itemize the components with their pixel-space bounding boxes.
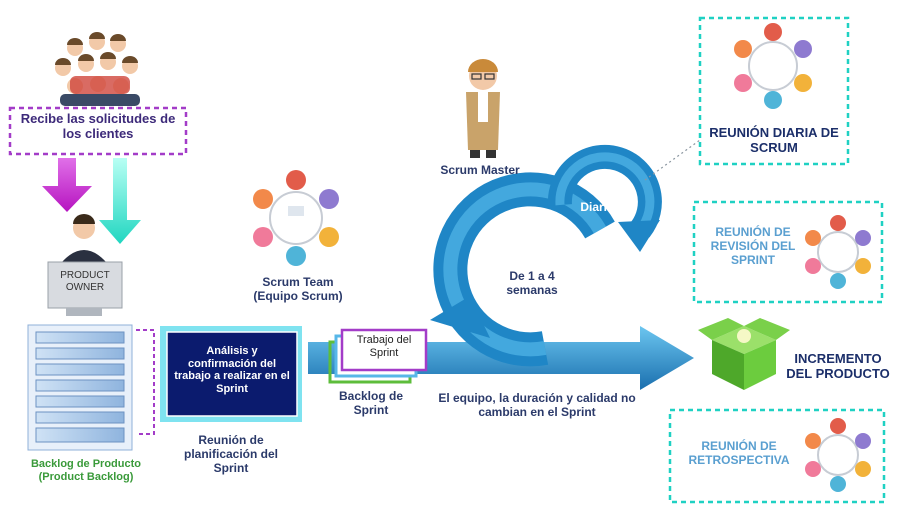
sprint-review-team-icon	[805, 215, 871, 289]
daily-cycle-arrow	[547, 144, 662, 252]
scrum-master-label: Scrum Master	[440, 163, 520, 177]
constraint-note: El equipo, la duración y calidad no camb…	[438, 391, 636, 419]
product-backlog-rack-icon	[27, 324, 133, 451]
scrum-team-label: Scrum Team (Equipo Scrum)	[238, 275, 358, 304]
customers-crowd-icon	[55, 32, 140, 106]
product-backlog-line1: Backlog de Producto	[30, 458, 142, 470]
product-owner-icon	[47, 214, 123, 316]
teal-down-arrow	[99, 158, 141, 244]
increment-label: INCREMENTO DEL PRODUCTO	[786, 351, 890, 381]
daily-meeting-label: REUNIÓN DIARIA DE SCRUM	[709, 125, 839, 155]
retrospective-team-icon	[805, 418, 871, 492]
magenta-down-arrow	[42, 158, 92, 212]
scrum-team-line2: (Equipo Scrum)	[253, 288, 343, 303]
product-backlog-line2: (Product Backlog)	[38, 470, 134, 483]
planning-box-text: Análisis y confirmación del trabajo a re…	[174, 345, 290, 395]
scrum-team-icon	[253, 170, 339, 266]
customers-box	[8, 106, 188, 156]
backlog-bracket	[136, 329, 155, 435]
daily-label: Diaria	[580, 200, 614, 214]
sprint-work-box	[340, 328, 428, 372]
retrospective-label: REUNIÓN DE RETROSPECTIVA	[688, 439, 790, 467]
product-owner-line2: OWNER	[65, 281, 105, 293]
planning-box	[166, 331, 298, 417]
increment-box-icon	[698, 318, 790, 390]
planning-caption: Reunión de planificación del Sprint	[183, 433, 279, 475]
daily-meeting-team-icon	[734, 23, 812, 109]
weeks-label: De 1 a 4 semanas	[506, 269, 558, 297]
sprint-review-label: REUNIÓN DE REVISIÓN DEL SPRINT	[710, 225, 796, 267]
product-backlog-label: Backlog de Producto (Product Backlog)	[14, 458, 158, 483]
sprint-backlog-label: Backlog de Sprint	[338, 389, 404, 417]
daily-connector	[644, 139, 701, 181]
product-owner-label: PRODUCT OWNER	[48, 270, 122, 293]
customers-label: Recibe las solicitudes de los clientes	[20, 111, 176, 141]
scrum-master-icon	[466, 59, 500, 158]
sprint-work-label: Trabajo del Sprint	[356, 334, 412, 359]
scrum-team-line1: Scrum Team	[262, 275, 334, 289]
product-owner-line1: PRODUCT	[60, 270, 110, 281]
